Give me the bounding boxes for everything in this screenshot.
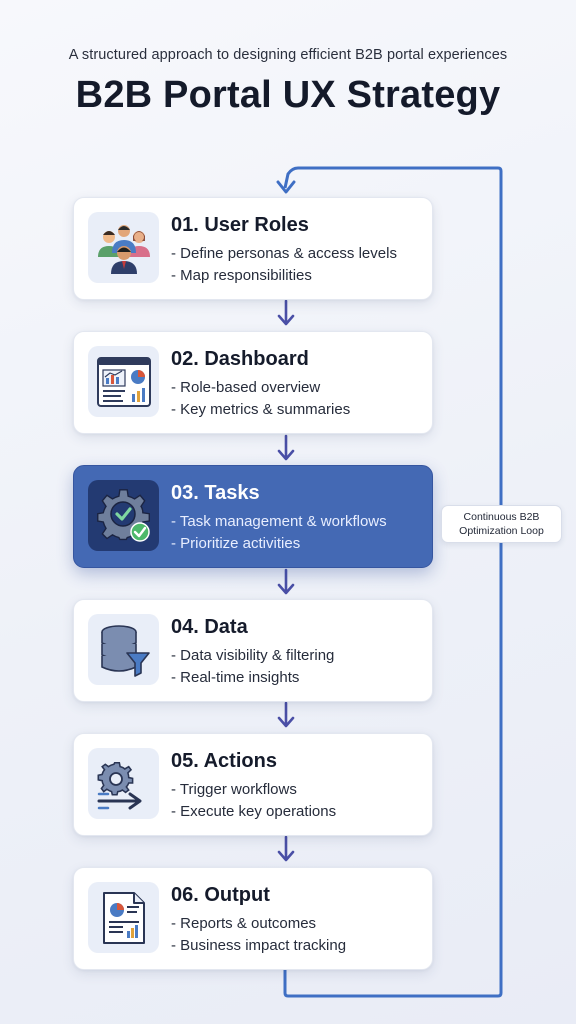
optimization-loop-label: Continuous B2B Optimization Loop — [441, 505, 562, 543]
step-detail: - Execute key operations — [171, 803, 337, 820]
page-subtitle: A structured approach to designing effic… — [68, 47, 508, 63]
report-icon — [88, 882, 159, 953]
connector-arrowhead — [277, 850, 295, 862]
loop-label-line: Optimization Loop — [459, 525, 544, 537]
database-filter-icon — [88, 614, 159, 685]
step-detail: - Define personas & access levels — [171, 245, 397, 262]
gear-arrow-icon — [88, 748, 159, 819]
page-title: B2B Portal UX Strategy — [75, 74, 501, 116]
step-title: 06. Output — [171, 884, 270, 906]
step-card-tasks[interactable]: 03. Tasks - Task management & workflows … — [73, 465, 433, 568]
step-detail: - Trigger workflows — [171, 781, 297, 798]
connector-arrowhead — [277, 314, 295, 326]
step-title: 05. Actions — [171, 750, 277, 772]
step-detail: - Task management & workflows — [171, 513, 387, 530]
step-title: 01. User Roles — [171, 214, 309, 236]
step-detail: - Key metrics & summaries — [171, 401, 351, 418]
gear-check-icon — [88, 480, 159, 551]
connector-arrowhead — [277, 716, 295, 728]
connector-arrowhead — [277, 583, 295, 595]
dashboard-icon — [88, 346, 159, 417]
step-detail: - Business impact tracking — [171, 937, 347, 954]
step-detail: - Real-time insights — [171, 669, 300, 686]
step-card-actions[interactable]: 05. Actions - Trigger workflows - Execut… — [73, 733, 433, 836]
step-detail: - Role-based overview — [171, 379, 321, 396]
step-card-data[interactable]: 04. Data - Data visibility & filtering -… — [73, 599, 433, 702]
connector-arrowhead — [277, 449, 295, 461]
step-card-dashboard[interactable]: 02. Dashboard - Role-based overview - Ke… — [73, 331, 433, 434]
loop-arrowhead — [276, 180, 296, 194]
step-card-user-roles[interactable]: 01. User Roles - Define personas & acces… — [73, 197, 433, 300]
loop-label-line: Continuous B2B — [463, 511, 540, 523]
step-detail: - Prioritize activities — [171, 535, 301, 552]
step-title: 02. Dashboard — [171, 348, 309, 370]
users-icon — [88, 212, 159, 283]
step-title: 04. Data — [171, 616, 248, 638]
step-detail: - Data visibility & filtering — [171, 647, 335, 664]
step-detail: - Reports & outcomes — [171, 915, 317, 932]
step-detail: - Map responsibilities — [171, 267, 312, 284]
step-title: 03. Tasks — [171, 482, 260, 504]
step-card-output[interactable]: 06. Output - Reports & outcomes - Busine… — [73, 867, 433, 970]
